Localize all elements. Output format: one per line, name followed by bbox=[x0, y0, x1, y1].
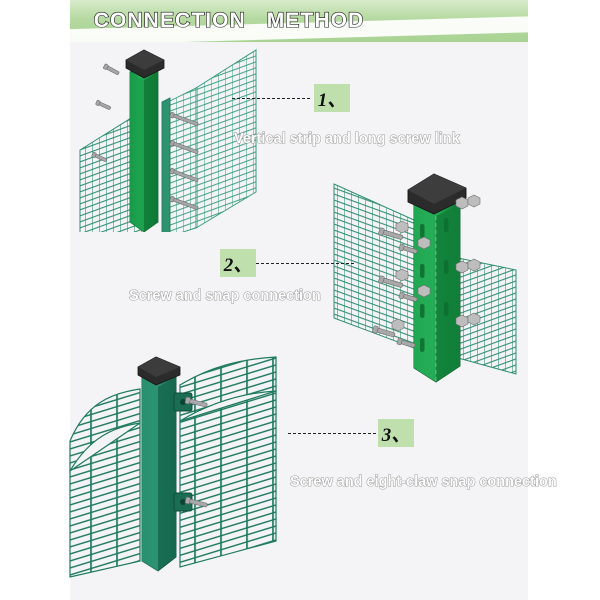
step-caption-1: Vertical strip and long screw link bbox=[233, 130, 460, 147]
post-cap bbox=[407, 173, 467, 215]
fence-post bbox=[141, 366, 177, 572]
step-number-3: 3、 bbox=[378, 419, 414, 447]
screw bbox=[184, 396, 208, 508]
vertical-strip-long-screw-diagram bbox=[78, 42, 308, 232]
step-caption-2: Screw and snap connection bbox=[128, 287, 321, 304]
leader-line-1 bbox=[232, 98, 310, 99]
header-banner bbox=[70, 0, 528, 42]
long-screw bbox=[169, 111, 199, 210]
nut bbox=[391, 194, 481, 332]
step-caption-3: Screw and eight-claw snap connection bbox=[289, 473, 557, 490]
step-number-2: 2、 bbox=[220, 249, 256, 277]
mesh-panel-left bbox=[79, 109, 145, 232]
screw bbox=[372, 227, 418, 348]
fence-post bbox=[129, 63, 159, 232]
vertical-strip bbox=[161, 97, 171, 232]
page-title: CONNECTION METHOD bbox=[93, 8, 365, 32]
fence-panel-left bbox=[69, 388, 141, 578]
screw bbox=[91, 63, 120, 162]
post-cap bbox=[137, 356, 181, 386]
eight-claw-snap-connection-diagram bbox=[64, 345, 314, 580]
leader-line-3 bbox=[288, 433, 376, 434]
post-cap bbox=[125, 49, 165, 79]
step-number-1: 1、 bbox=[314, 84, 350, 112]
leader-line-2 bbox=[256, 263, 354, 264]
screw-snap-connection-diagram bbox=[330, 168, 540, 398]
fence-panel-right bbox=[179, 356, 277, 568]
